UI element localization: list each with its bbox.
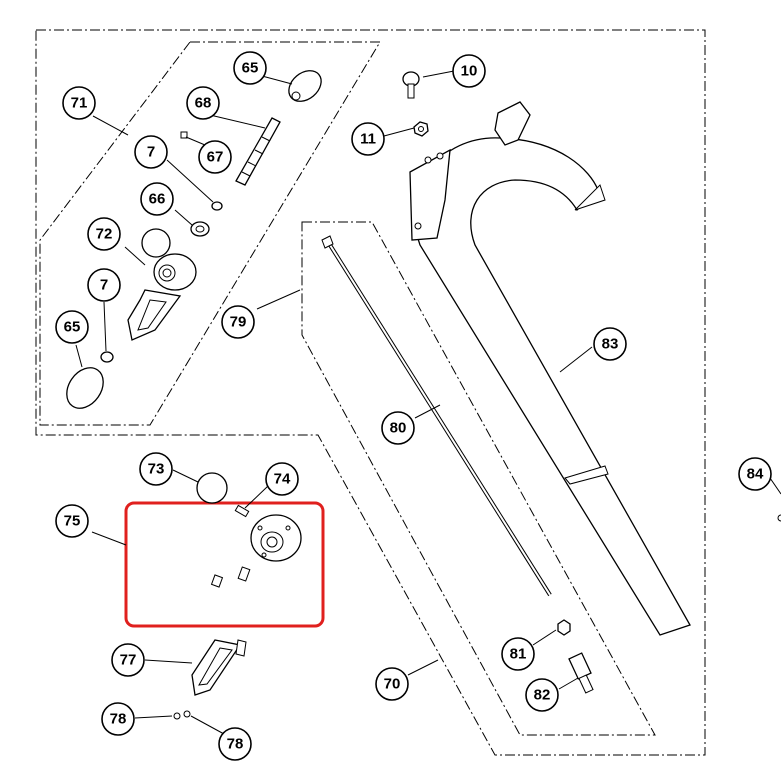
group-outline-79 [301,221,656,736]
callout-label: 7 [100,277,108,294]
callout-label: 73 [148,461,165,478]
callout-78-left[interactable]: 78 [101,702,135,736]
callout-label: 70 [384,676,401,693]
part-73-ball [196,472,228,504]
part-10-eye-bolt [402,71,420,99]
callout-label: 65 [242,60,259,77]
callout-75[interactable]: 75 [55,504,89,538]
callout-65-bottom[interactable]: 65 [55,310,89,344]
callout-71[interactable]: 71 [62,86,96,120]
callout-label: 78 [110,711,127,728]
part-80-rod [321,235,552,597]
callout-label: 7 [147,144,155,161]
part-74-pin [234,504,250,518]
callout-label: 11 [360,131,376,148]
group-outline-70 [35,29,706,756]
callout-80[interactable]: 80 [381,411,415,445]
part-66-washer [190,221,210,237]
callout-label: 74 [274,471,291,488]
callout-77[interactable]: 77 [111,643,145,677]
callout-72[interactable]: 72 [87,217,121,251]
part-75-hub [210,514,302,588]
callout-65-top[interactable]: 65 [233,51,267,85]
part-67-set-screw [180,131,188,139]
callout-79[interactable]: 79 [221,305,255,339]
callout-label: 78 [227,736,244,753]
part-84-partial [777,514,781,522]
part-7-ring-a [211,201,223,211]
leader-lines [75,70,781,735]
callout-7-bottom[interactable]: 7 [87,268,121,302]
callout-81[interactable]: 81 [501,637,535,671]
part-77-bracket [191,639,247,696]
group-outline-71 [39,41,381,426]
callout-68[interactable]: 68 [186,86,220,120]
part-83-handle-tube [409,101,691,636]
callout-67[interactable]: 67 [198,140,232,174]
part-68-shaft [235,117,281,186]
callout-78-right[interactable]: 78 [218,727,252,761]
callout-label: 81 [510,646,527,663]
callout-83[interactable]: 83 [593,327,627,361]
callout-label: 65 [64,319,81,336]
callout-11[interactable]: 11 [351,122,385,156]
part-72-lever-hub [127,228,197,341]
callout-73[interactable]: 73 [139,452,173,486]
callout-label: 67 [207,149,224,166]
callout-7-top[interactable]: 7 [134,135,168,169]
part-11-nut [413,121,429,137]
part-65-knob-bottom [66,367,104,409]
callout-label: 84 [747,466,764,483]
callout-label: 72 [96,226,113,243]
callout-label: 80 [390,420,407,437]
callout-label: 82 [534,687,551,704]
callout-70[interactable]: 70 [375,667,409,701]
callout-66[interactable]: 66 [140,182,174,216]
callout-74[interactable]: 74 [265,462,299,496]
callout-84[interactable]: 84 [738,457,772,491]
part-81-nut [557,619,571,636]
highlight-box[interactable] [124,501,325,628]
part-82-bolt [568,652,594,694]
callout-82[interactable]: 82 [525,678,559,712]
callout-label: 75 [64,513,81,530]
callout-label: 68 [195,95,212,112]
part-7-ring-b [100,351,114,363]
part-65-knob-top [288,70,322,102]
part-78-screws [173,710,191,720]
callout-label: 10 [461,63,478,80]
callout-label: 66 [149,191,166,208]
callout-label: 71 [71,95,88,112]
callout-label: 77 [120,652,137,669]
callout-10[interactable]: 10 [452,54,486,88]
callout-label: 83 [602,336,619,353]
callout-label: 79 [230,314,247,331]
